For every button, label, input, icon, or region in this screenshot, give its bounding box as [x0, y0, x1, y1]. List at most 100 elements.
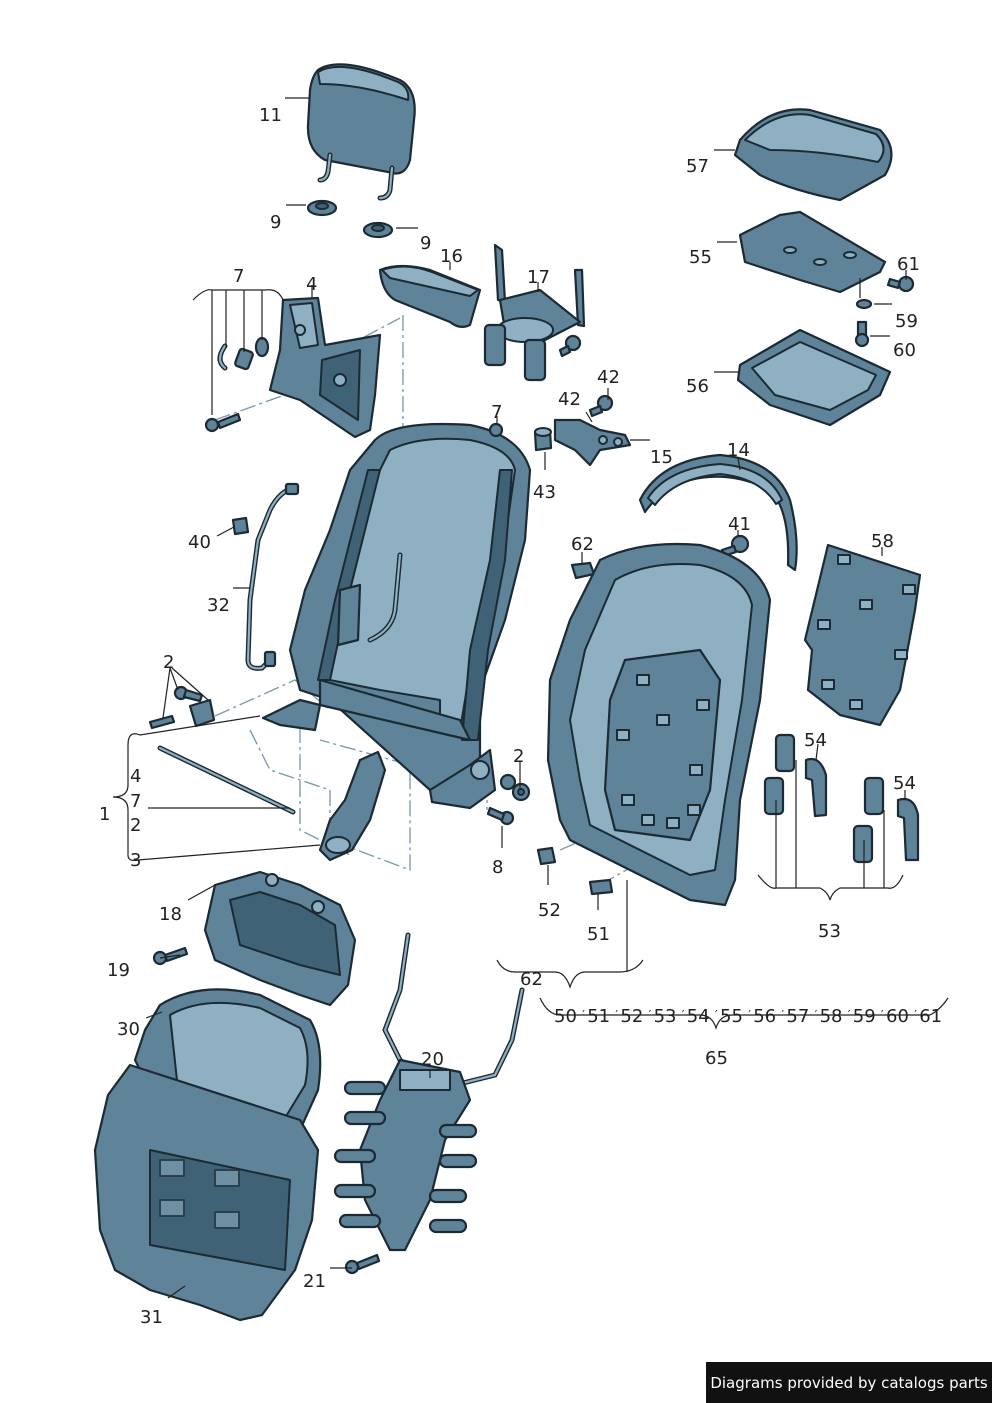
label-42-top: 42: [597, 367, 620, 388]
clip-62[interactable]: [570, 561, 596, 580]
bolt-7-frame[interactable]: [488, 422, 504, 438]
label-54-left: 54: [804, 730, 827, 751]
label-43: 43: [533, 482, 556, 503]
rod-7[interactable]: [157, 745, 296, 815]
label-40: 40: [188, 532, 211, 553]
kit-item-55: 55: [720, 1006, 743, 1027]
kit-item-58: 58: [820, 1006, 843, 1027]
kit-separator: ′: [815, 1008, 818, 1022]
kit-separator: ′: [682, 1008, 685, 1022]
clip-51[interactable]: [588, 878, 614, 896]
kit-item-53: 53: [654, 1006, 677, 1027]
label-59: 59: [895, 311, 918, 332]
seat-cover-31[interactable]: [93, 1063, 320, 1322]
label-42-left: 42: [558, 389, 581, 410]
kit-separator: ′: [881, 1008, 884, 1022]
bracket-part-15[interactable]: [553, 418, 632, 467]
nut-2-right[interactable]: [499, 773, 531, 802]
clip-54b[interactable]: [852, 776, 920, 864]
label-31: 31: [140, 1307, 163, 1328]
label-3: 3: [130, 850, 141, 871]
recliner-3[interactable]: [318, 750, 387, 862]
headrest-guide-right[interactable]: [362, 221, 394, 239]
label-9-right: 9: [420, 233, 431, 254]
label-56: 56: [686, 376, 709, 397]
kit-separator: ′: [715, 1008, 718, 1022]
label-15: 15: [650, 447, 673, 468]
label-2-left: 2: [163, 652, 174, 673]
label-2-bottom: 2: [130, 815, 141, 836]
headrest-guide-left[interactable]: [306, 199, 338, 217]
label-62-top: 62: [571, 534, 594, 555]
clip-54a[interactable]: [763, 733, 828, 818]
label-7-mid: 7: [491, 402, 502, 423]
label-41: 41: [728, 514, 751, 535]
kit-item-61: 61: [919, 1006, 942, 1027]
kit-item-57: 57: [786, 1006, 809, 1027]
kit-item-60: 60: [886, 1006, 909, 1027]
wire-harness-32[interactable]: [245, 482, 300, 671]
bracket-part-17[interactable]: [483, 243, 586, 382]
kit-separator: ′: [781, 1008, 784, 1022]
label-19: 19: [107, 960, 130, 981]
label-30: 30: [117, 1019, 140, 1040]
seat-pan-55[interactable]: [738, 210, 887, 294]
seat-cushion-57[interactable]: [733, 108, 893, 202]
screw-61[interactable]: [886, 275, 915, 293]
label-17: 17: [527, 267, 550, 288]
label-7-left: 7: [130, 791, 141, 812]
kit-separator: ′: [615, 1008, 618, 1022]
label-16: 16: [440, 246, 463, 267]
lumbar-support-20[interactable]: [333, 932, 525, 1252]
label-54-right: 54: [893, 773, 916, 794]
kit-separator: ′: [649, 1008, 652, 1022]
label-51: 51: [587, 924, 610, 945]
seat-frame-part-18[interactable]: [203, 870, 357, 1007]
clip-part-7[interactable]: [204, 336, 270, 433]
screws-2-left[interactable]: [148, 685, 216, 730]
kit-item-56: 56: [753, 1006, 776, 1027]
kit-item-50: 50: [554, 1006, 577, 1027]
kit-separator: ′: [748, 1008, 751, 1022]
bolt-60[interactable]: [854, 320, 870, 348]
kit-separator: ′: [848, 1008, 851, 1022]
clip-52[interactable]: [536, 846, 557, 866]
label-55: 55: [689, 247, 712, 268]
label-52: 52: [538, 900, 561, 921]
kit-item-51: 51: [587, 1006, 610, 1027]
label-53: 53: [818, 921, 841, 942]
label-61: 61: [897, 254, 920, 275]
label-4-top: 4: [306, 274, 317, 295]
screw-21[interactable]: [344, 1253, 381, 1275]
label-7-top: 7: [233, 266, 244, 287]
kit-item-54: 54: [687, 1006, 710, 1027]
label-57: 57: [686, 156, 709, 177]
label-21: 21: [303, 1271, 326, 1292]
label-1: 1: [99, 804, 110, 825]
backrest-frame[interactable]: [261, 422, 532, 810]
screw-8[interactable]: [486, 806, 515, 826]
label-2-right: 2: [513, 746, 524, 767]
label-4-left: 4: [130, 766, 141, 787]
screw-42[interactable]: [588, 394, 614, 418]
headrest[interactable]: [306, 63, 416, 201]
pad-58[interactable]: [803, 543, 922, 727]
label-60: 60: [893, 340, 916, 361]
kit-item-52: 52: [620, 1006, 643, 1027]
callout-labels: 11 9 9 16 17 7 4 42 42 7 15 43 14 57 55 …: [99, 105, 920, 1328]
label-20: 20: [421, 1049, 444, 1070]
bushing-43[interactable]: [533, 427, 553, 452]
washer-59[interactable]: [855, 298, 873, 310]
backrest-bracket-4[interactable]: [268, 296, 382, 439]
backrest-shell[interactable]: [546, 542, 772, 907]
screw-17[interactable]: [558, 334, 582, 358]
seat-tray-56[interactable]: [736, 328, 892, 427]
trim-part-14[interactable]: [638, 453, 798, 572]
label-9-left: 9: [270, 212, 281, 233]
clip-40[interactable]: [231, 516, 250, 536]
kit-item-59: 59: [853, 1006, 876, 1027]
cover-part-16[interactable]: [378, 264, 482, 329]
